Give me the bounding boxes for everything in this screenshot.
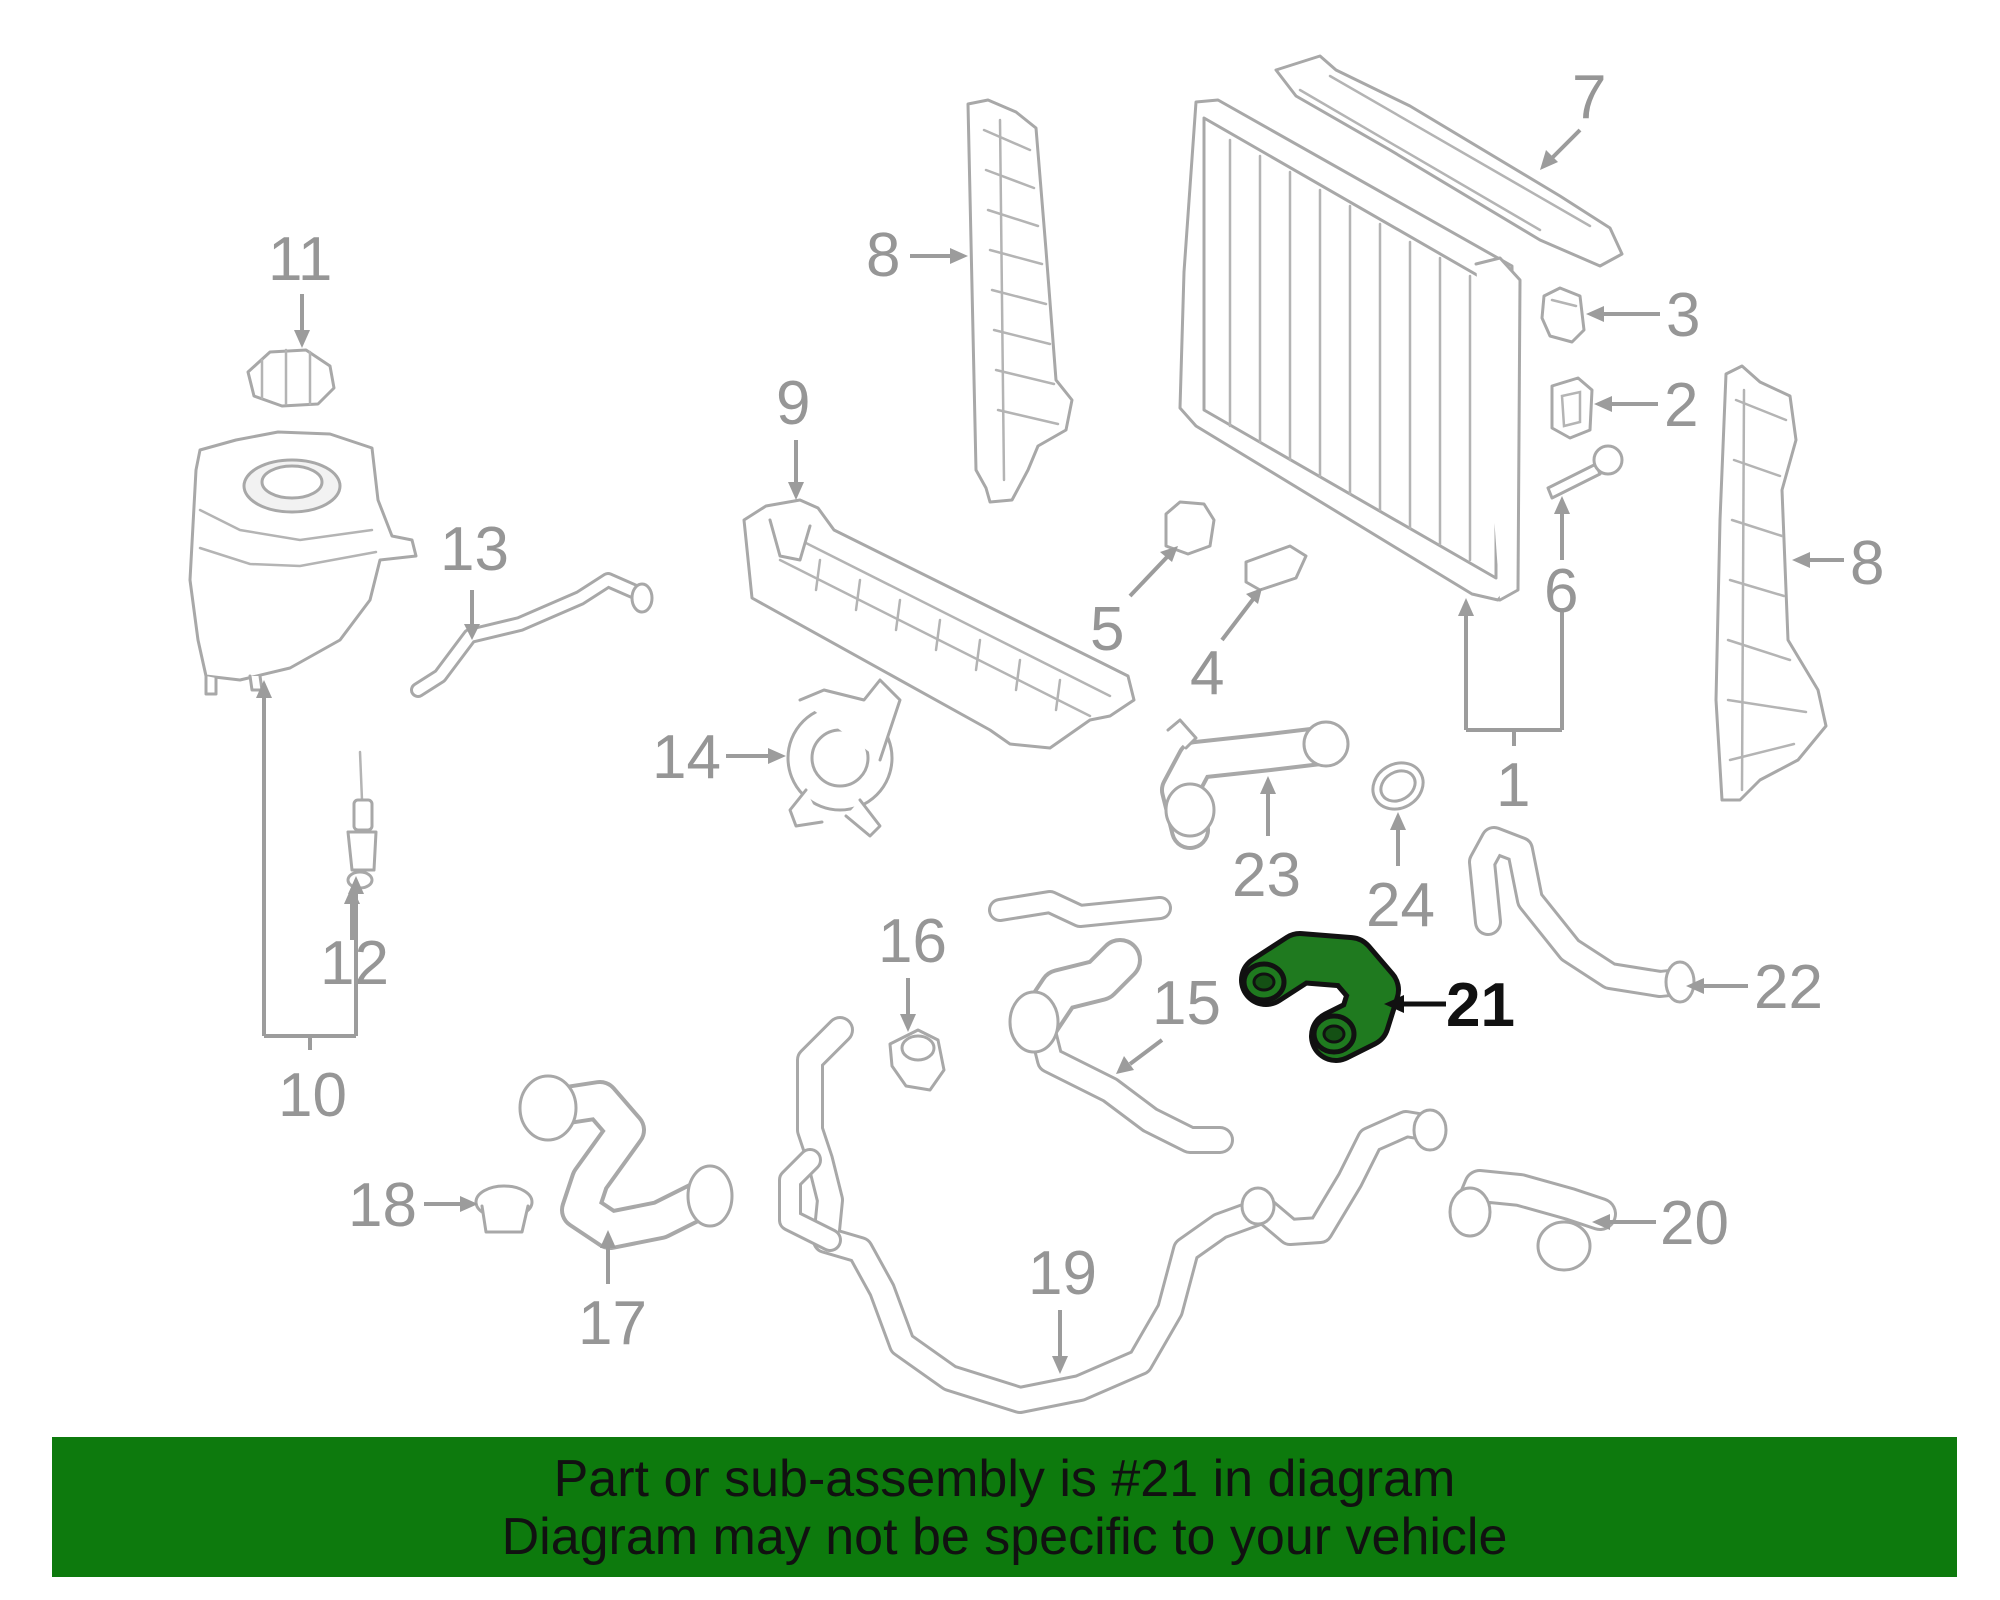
- callout-17: 17: [578, 1289, 647, 1358]
- part-12-level-sensor: [346, 750, 378, 890]
- callout-7: 7: [1572, 63, 1606, 132]
- part-17-hose: [518, 1074, 734, 1250]
- part-3-clip: [1540, 286, 1586, 344]
- part-11-reservoir-cap: [246, 348, 336, 408]
- callout-4: 4: [1190, 639, 1224, 708]
- part-15-hose: [988, 890, 1234, 1154]
- callout-labels: 11 13 10 12 9 8 7 3 2 6 8 1 5 4 14 23 24…: [268, 63, 1884, 1358]
- callout-3: 3: [1666, 281, 1700, 350]
- part-16-grommet: [888, 1028, 946, 1092]
- banner-part-number-text: Part or sub-assembly is #21 in diagram: [553, 1450, 1456, 1508]
- part-22-hose: [1468, 826, 1696, 1004]
- part-23-hose: [1160, 718, 1350, 850]
- callout-10: 10: [278, 1061, 347, 1130]
- part-18-plug: [474, 1184, 534, 1234]
- info-banner: Part or sub-assembly is #21 in diagram D…: [52, 1437, 1957, 1577]
- part-24-o-ring: [1371, 761, 1425, 811]
- part-9-lower-deflector: [742, 498, 1136, 750]
- callout-1: 1: [1496, 751, 1530, 820]
- callout-9: 9: [776, 369, 810, 438]
- part-5-bracket: [1164, 500, 1216, 556]
- callout-15: 15: [1152, 969, 1221, 1038]
- part-20-hose: [1448, 1169, 1617, 1272]
- callout-8-left: 8: [866, 221, 900, 290]
- callout-12: 12: [320, 929, 389, 998]
- callout-18: 18: [348, 1171, 417, 1240]
- callout-23: 23: [1232, 841, 1301, 910]
- part-1-radiator: [1178, 98, 1522, 602]
- banner-disclaimer-text: Diagram may not be specific to your vehi…: [501, 1508, 1508, 1566]
- callout-20: 20: [1660, 1189, 1729, 1258]
- callout-22: 22: [1754, 953, 1823, 1022]
- part-8-right-side-bracket: [1714, 364, 1828, 802]
- callout-14: 14: [652, 723, 721, 792]
- leader-lines: [256, 128, 1844, 1374]
- callout-5: 5: [1090, 595, 1124, 664]
- part-14-thermostat-housing: [786, 678, 902, 838]
- part-19-hose: [778, 1016, 1448, 1414]
- part-2-grommet: [1550, 376, 1594, 440]
- callout-6: 6: [1544, 557, 1578, 626]
- callout-16: 16: [878, 907, 947, 976]
- callout-13: 13: [440, 515, 509, 584]
- part-10-expansion-tank: [188, 430, 418, 696]
- part-21-highlighted-hose: [1239, 931, 1401, 1063]
- part-8-left-side-bracket: [966, 98, 1074, 504]
- part-4-bracket: [1244, 544, 1308, 592]
- callout-8-right: 8: [1850, 529, 1884, 598]
- part-7-upper-support: [1274, 54, 1624, 268]
- part-13-bleed-hose: [410, 572, 654, 698]
- callout-21-highlighted: 21: [1446, 971, 1515, 1040]
- part-6-drain-plug: [1546, 444, 1624, 500]
- callout-24: 24: [1366, 871, 1435, 940]
- callout-11: 11: [268, 225, 332, 294]
- callout-2: 2: [1664, 371, 1698, 440]
- callout-19: 19: [1028, 1239, 1097, 1308]
